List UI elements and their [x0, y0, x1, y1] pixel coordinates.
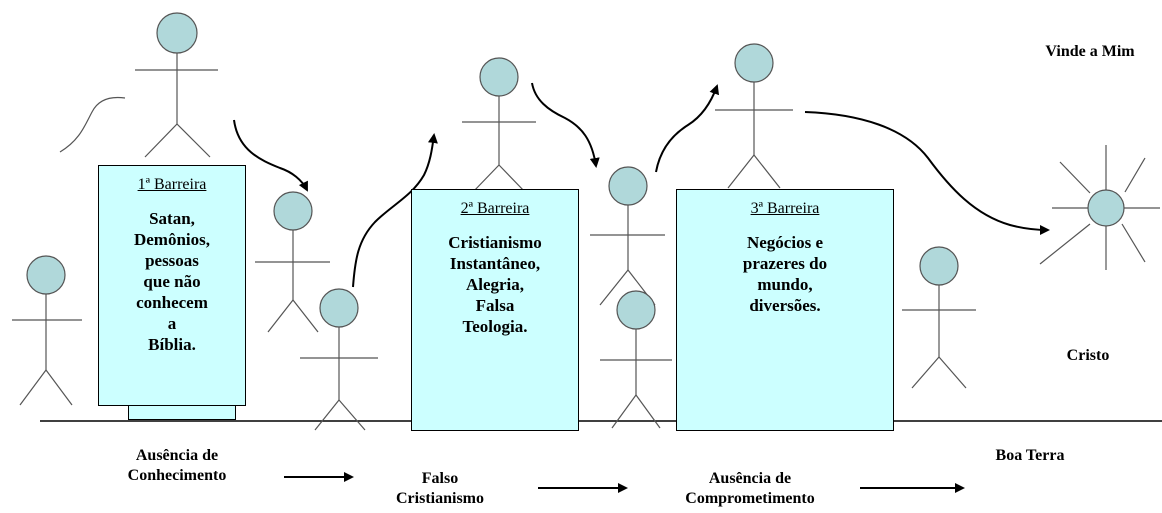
barrier-description: Negócios e prazeres do mundo, diversões.	[742, 233, 828, 315]
stick-figure	[12, 255, 82, 406]
stick-figure	[590, 166, 665, 306]
cristo-sun-icon	[1039, 145, 1160, 270]
barrier-title: 2ª Barreira	[460, 200, 530, 217]
barrier-title: 1ª Barreira	[137, 176, 207, 193]
barrier-3: 3ª Barreira Negócios e prazeres do mundo…	[676, 189, 894, 431]
stage-label-falso-cristianismo: Falso Cristianismo	[396, 470, 484, 507]
curved-arrow	[531, 82, 600, 168]
stage-label-ausencia-comprometimento: Ausência de Comprometimento	[685, 470, 815, 507]
stick-figure	[600, 290, 672, 429]
curved-arrow	[804, 111, 1050, 235]
cristo-label: Cristo	[1066, 347, 1110, 364]
stage-label-boa-terra: Boa Terra	[995, 447, 1065, 464]
barrier-description: Satan, Demônios, pessoas que não conhece…	[133, 209, 211, 354]
barrier-title: 3ª Barreira	[750, 200, 820, 217]
vinde-a-mim-label: Vinde a Mim	[1045, 43, 1135, 60]
curved-arrow	[352, 133, 438, 288]
stick-figure	[462, 57, 536, 194]
curved-arrow	[655, 84, 720, 173]
barrier-pedestal	[128, 404, 236, 420]
stage-label-ausencia-conhecimento: Ausência de Conhecimento	[127, 447, 227, 484]
squiggle-line	[59, 96, 126, 153]
curved-arrow	[233, 119, 308, 192]
stick-figure	[135, 12, 218, 158]
stick-figure	[902, 246, 976, 389]
stick-figure	[300, 288, 378, 431]
stick-figure	[715, 43, 793, 189]
barrier-2: 2ª Barreira Cristianismo Instantâneo, Al…	[411, 189, 579, 431]
barrier-description: Cristianismo Instantâneo, Alegria, Falsa…	[448, 233, 542, 336]
barrier-1: 1ª Barreira Satan, Demônios, pessoas que…	[98, 165, 246, 406]
stick-figure	[255, 191, 330, 333]
